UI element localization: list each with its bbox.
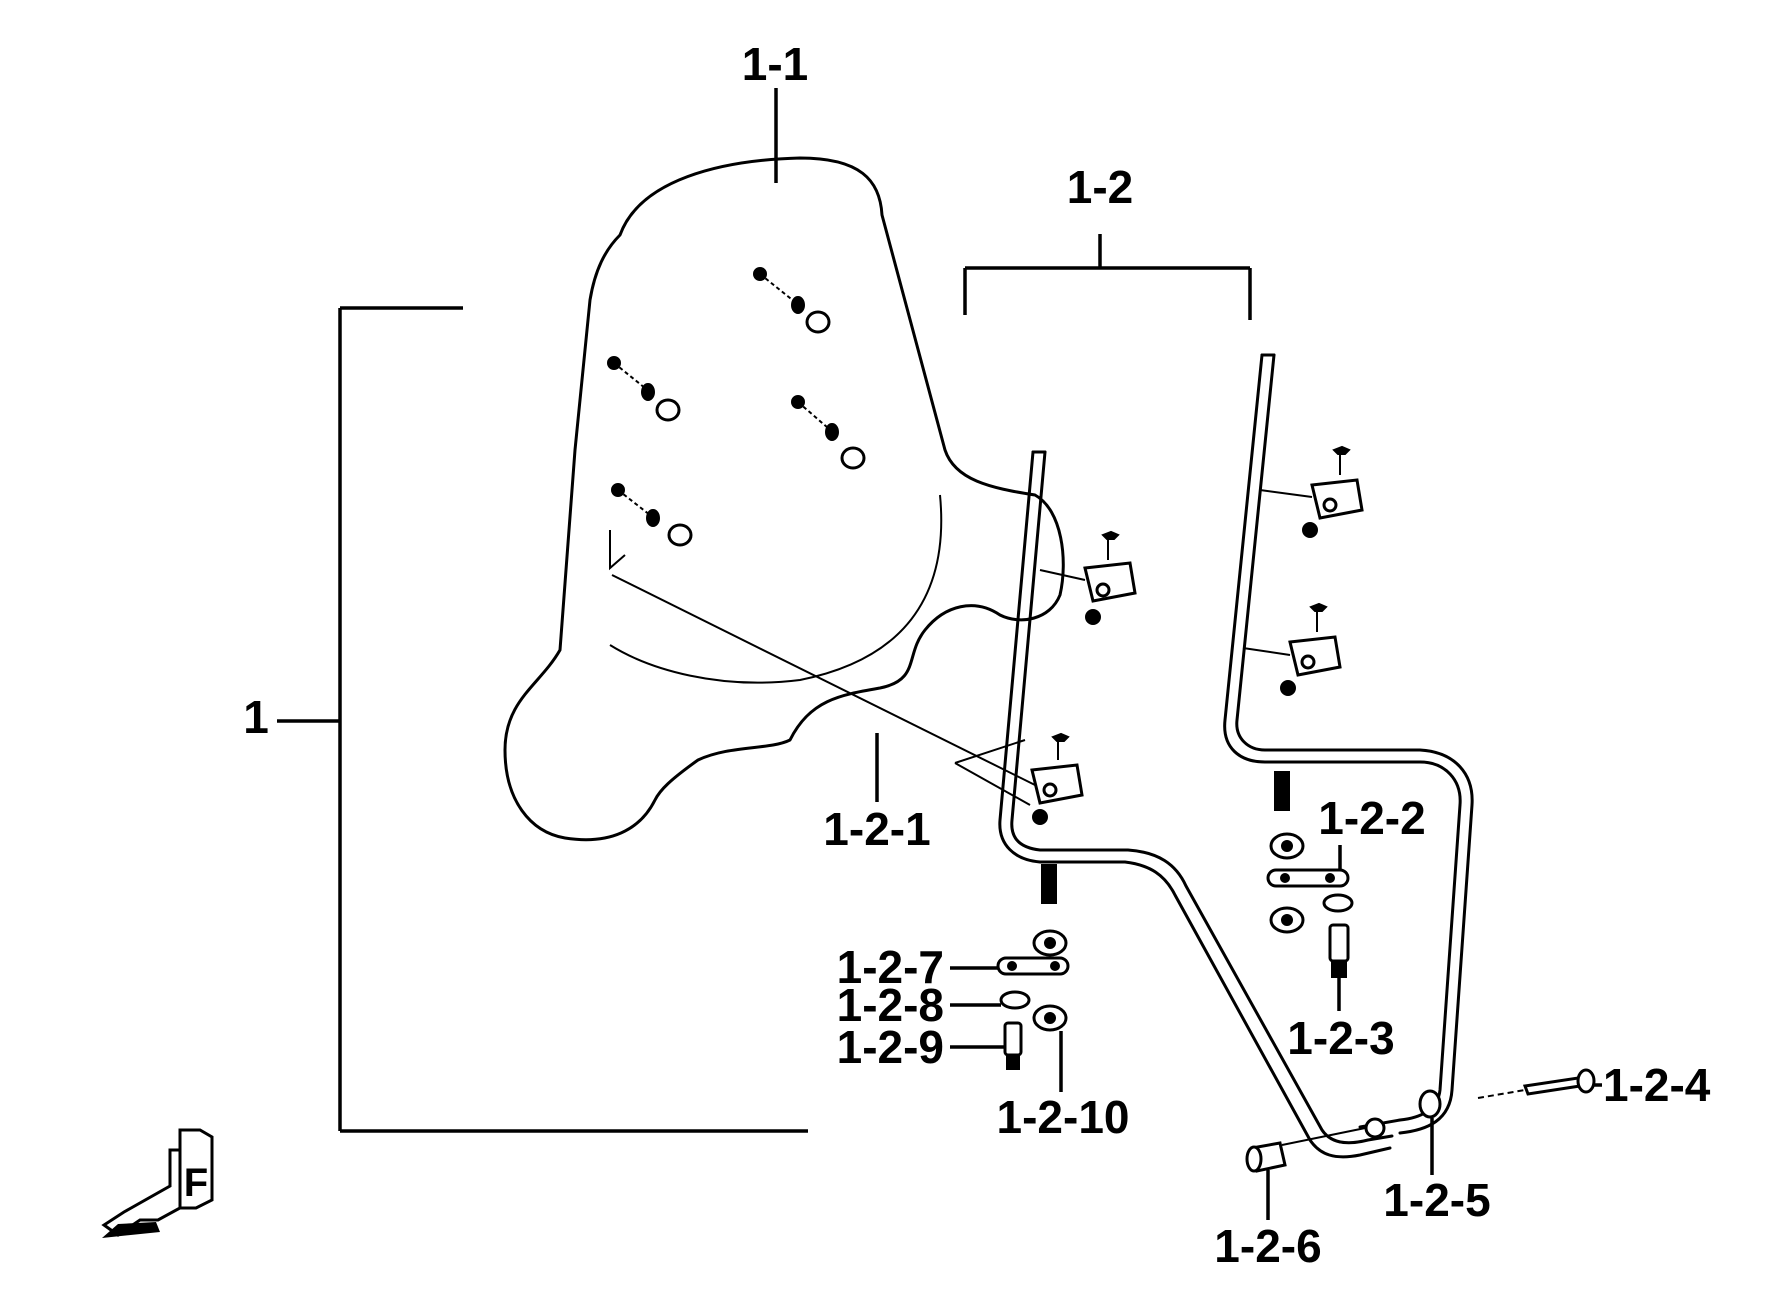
left-plate-1-2-7 [996,956,1070,976]
panel-screw-set-1 [753,267,831,334]
right-plate-1-2-2 [1266,868,1350,888]
bracket-1-2 [963,234,1252,320]
label-1-2-9: 1-2-9 [837,1021,944,1073]
label-1: 1 [243,691,269,743]
left-spacer-1-2-9 [1003,1021,1023,1070]
washer-1-2-5 [1418,1089,1442,1119]
panel-leader-tick [609,530,626,571]
bracket-1 [277,306,808,1133]
left-washer-1-2-8 [999,990,1031,1010]
windshield-panel [503,156,1065,842]
collar-1-2-6 [1245,1117,1386,1173]
right-washer [1322,893,1354,913]
front-arrow-icon: F [101,1128,214,1238]
bolt-1-2-4 [1477,1068,1596,1099]
panel-screw-set-4 [611,483,693,547]
clamp-bracket-4 [1030,732,1084,825]
left-stay-tube [998,450,1394,1159]
panel-screw-set-2 [607,356,681,422]
panel-screw-set-3 [791,395,866,470]
label-1-2-10: 1-2-10 [997,1091,1130,1143]
right-spacer-1-2-3 [1328,923,1350,978]
right-stud-stack [1269,771,1305,934]
leader-line-1-2-1-c [954,762,1031,806]
front-letter: F [184,1161,208,1205]
label-1-2-8: 1-2-8 [837,979,944,1031]
label-1-2-4: 1-2-4 [1603,1059,1711,1111]
label-1-2-1: 1-2-1 [823,803,930,855]
label-1-1: 1-1 [742,38,808,90]
leader-line-1-2-1-a [611,574,1036,786]
clamp-bracket-2 [1259,445,1364,538]
label-1-2-3: 1-2-3 [1287,1012,1394,1064]
leader-line-1-2-1-b [954,739,1026,764]
clamp-bracket-1 [1039,530,1137,625]
label-1-2-2: 1-2-2 [1318,792,1425,844]
label-1-2-5: 1-2-5 [1383,1174,1490,1226]
clamp-bracket-3 [1242,602,1342,696]
label-1-2: 1-2 [1067,161,1133,213]
label-1-2-6: 1-2-6 [1214,1220,1321,1272]
label-1-2-7: 1-2-7 [837,941,944,993]
left-stud-stack [1032,864,1068,1032]
